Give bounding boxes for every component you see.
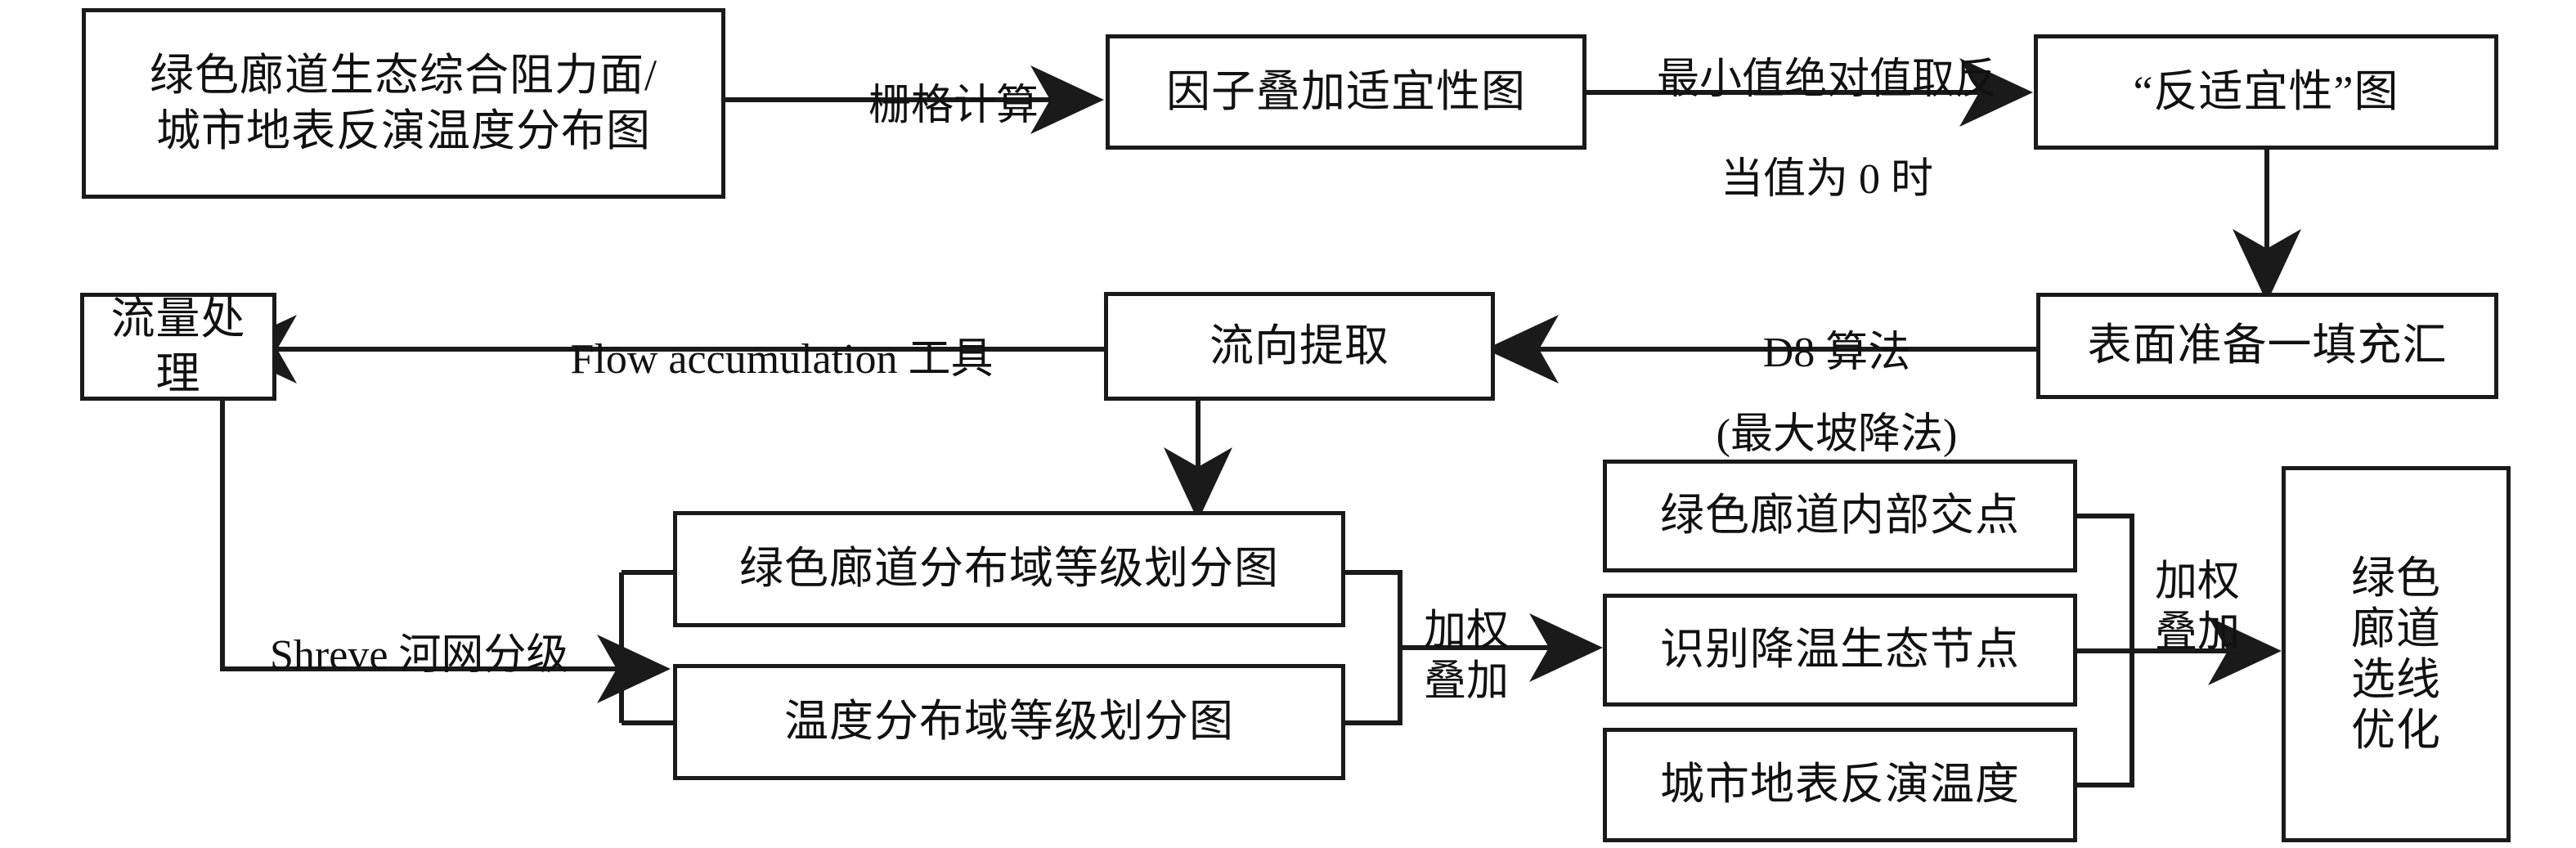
edge-label-flow-accumulation-tool: Flow accumulation 工具 — [458, 285, 1063, 435]
node-surface-retrieved-temperature[interactable]: 城市地表反演温度 — [1603, 728, 2077, 842]
edge-label-min-abs-invert: 最小值绝对值取反 — [1593, 5, 2018, 155]
node-label: 温度分布域等级划分图 — [784, 697, 1234, 747]
edge-label-text: 当值为 0 时 — [1720, 156, 1933, 204]
node-label: 识别降温生态节点 — [1660, 625, 2020, 675]
node-corridor-route-optimization[interactable]: 绿色 廊道 选线 优化 — [2282, 466, 2511, 842]
edge-label-text: 最小值绝对值取反 — [1656, 56, 1997, 104]
node-label: 绿色廊道内部交点 — [1660, 491, 2020, 541]
edge-label-text: 栅格计算 — [868, 83, 1039, 130]
edge-label-weighted-overlay-1: 加权 叠加 — [1405, 556, 1528, 707]
node-flow-direction[interactable]: 流向提取 — [1104, 292, 1495, 401]
node-label: 绿色廊道生态综合阻力面/ 城市地表反演温度分布图 — [149, 51, 657, 155]
node-label: 绿色廊道分布域等级划分图 — [739, 544, 1279, 594]
node-factor-overlay-suitability[interactable]: 因子叠加适宜性图 — [1106, 34, 1586, 150]
edge-label-when-value-zero: 当值为 0 时 — [1593, 105, 2018, 255]
edge-label-text: (最大坡降法) — [1716, 411, 1958, 459]
merge-n7-n8 — [1345, 570, 1402, 725]
node-label: 绿色 廊道 选线 优化 — [2351, 553, 2441, 756]
node-inverse-suitability[interactable]: “反适宜性”图 — [2034, 34, 2498, 150]
edge-label-text: 加权 叠加 — [2154, 559, 2240, 656]
node-surface-fill-sink[interactable]: 表面准备一填充汇 — [2036, 293, 2498, 399]
edge-label-shreve-stream-order: Shreve 河网分级 — [227, 581, 636, 731]
node-corridor-internal-intersection[interactable]: 绿色廊道内部交点 — [1603, 460, 2077, 572]
node-label: 因子叠加适宜性图 — [1166, 66, 1526, 116]
edge-label-max-slope-descent: (最大坡降法) — [1603, 360, 2028, 510]
node-label: 流向提取 — [1209, 321, 1389, 370]
edge-label-text: 加权 叠加 — [1423, 608, 1509, 705]
node-flow-accumulation[interactable]: 流量处理 — [80, 293, 276, 401]
node-cooling-eco-node[interactable]: 识别降温生态节点 — [1603, 594, 2077, 707]
edge-label-text: Flow accumulation 工具 — [570, 336, 994, 384]
node-label: “反适宜性”图 — [2133, 66, 2399, 116]
edge-label-weighted-overlay-2: 加权 叠加 — [2136, 507, 2259, 657]
node-label: 表面准备一填充汇 — [2087, 321, 2448, 370]
edge-label-text: Shreve 河网分级 — [270, 632, 569, 680]
node-temperature-grade-map[interactable]: 温度分布域等级划分图 — [673, 664, 1345, 780]
edge-label-text: D8 算法 — [1762, 330, 1911, 377]
node-label: 城市地表反演温度 — [1660, 760, 2020, 810]
node-corridor-grade-map[interactable]: 绿色廊道分布域等级划分图 — [673, 511, 1345, 627]
node-resistance-surface[interactable]: 绿色廊道生态综合阻力面/ 城市地表反演温度分布图 — [82, 8, 725, 199]
merge-right-outer — [2077, 514, 2134, 787]
edge-label-d8-algorithm: D8 算法 — [1603, 278, 2028, 428]
edge-label-raster-calculation: 栅格计算 — [801, 31, 1063, 182]
node-label: 流量处理 — [110, 294, 246, 399]
